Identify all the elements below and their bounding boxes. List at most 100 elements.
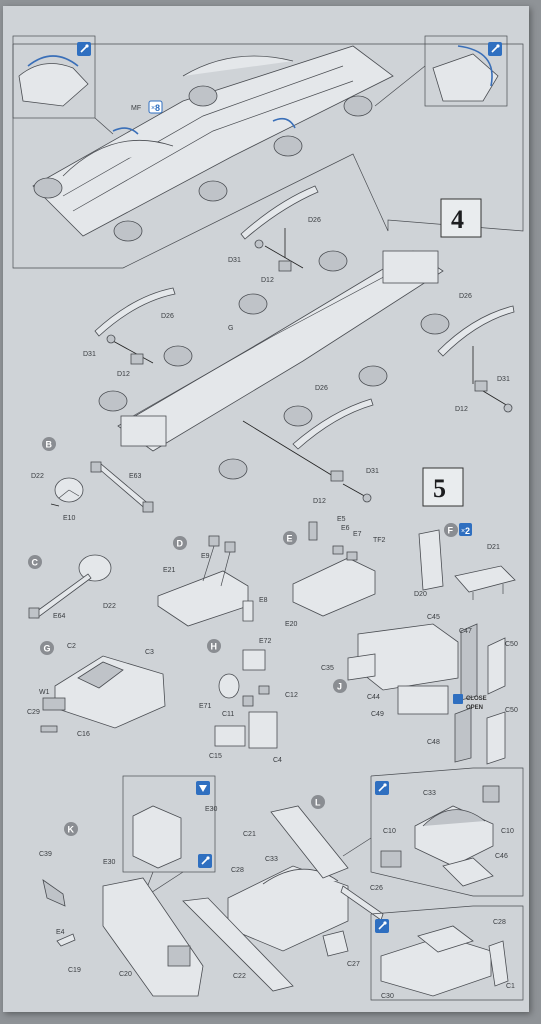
label-e64: E64 — [53, 613, 66, 620]
label-c47: C47 — [459, 628, 472, 635]
svg-text:E: E — [287, 534, 293, 544]
label-e72: E72 — [259, 638, 272, 645]
multiplier-badge-f: × 2 — [459, 523, 472, 536]
part-k-door — [42, 877, 204, 997]
label-c26: C26 — [370, 885, 383, 892]
part-g-cab — [40, 655, 166, 733]
leaf-spring-d26-d — [292, 398, 374, 450]
substep-marker-d: D — [173, 536, 187, 550]
glue-icon — [488, 42, 502, 56]
inset-box-right — [424, 35, 508, 107]
substep-marker-j: J — [333, 679, 347, 693]
label-d22: D22 — [103, 603, 116, 610]
label-d31: D31 — [497, 376, 510, 383]
substep-marker-h: H — [207, 639, 221, 653]
label-c21: C21 — [243, 831, 256, 838]
substep-marker-c: C — [28, 555, 42, 569]
label-e20: E20 — [285, 621, 298, 628]
label-c15: C15 — [209, 753, 222, 760]
glue-icon — [375, 781, 389, 795]
label-tf2: TF2 — [373, 537, 386, 544]
label-c22: C22 — [233, 973, 246, 980]
part-h-panel — [214, 649, 278, 749]
label-c20: C20 — [119, 971, 132, 978]
part-b-steering — [50, 461, 154, 513]
multiplier-badge-mf: × 8 — [148, 100, 163, 114]
label-d31: D31 — [83, 351, 96, 358]
label-d26: D26 — [161, 313, 174, 320]
label-e21: E21 — [163, 567, 176, 574]
label-e71: E71 — [199, 703, 212, 710]
close-open-indicator: CLOSE OPEN — [453, 694, 487, 711]
label-c35: C35 — [321, 665, 334, 672]
svg-text:D: D — [177, 539, 184, 549]
label-w1: W1 — [39, 689, 50, 696]
label-e8: E8 — [259, 597, 268, 604]
part-e-floor — [292, 521, 376, 617]
label-c10: C10 — [501, 828, 514, 835]
label-e30: E30 — [103, 859, 116, 866]
label-c39: C39 — [39, 851, 52, 858]
label-e6: E6 — [341, 525, 350, 532]
label-d12: D12 — [117, 371, 130, 378]
glue-icon — [375, 919, 389, 933]
step4-number: 4 — [451, 205, 464, 234]
label-c45: C45 — [427, 614, 440, 621]
multiplier-mf: 8 — [155, 103, 160, 113]
label-d20: D20 — [414, 591, 427, 598]
label-c2: C2 — [67, 643, 76, 650]
svg-text:B: B — [46, 440, 53, 450]
svg-text:L: L — [315, 798, 321, 808]
chassis-main — [98, 250, 450, 480]
part-l-platform — [380, 925, 509, 997]
label-d12: D12 — [313, 498, 326, 505]
step4-box — [440, 198, 482, 238]
label-c11: C11 — [222, 711, 234, 718]
instruction-sheet: MF × 8 4 D26 — [3, 6, 529, 1012]
svg-text:H: H — [211, 642, 218, 652]
label-e30: E30 — [205, 806, 218, 813]
label-c4: C4 — [273, 757, 282, 764]
label-c50: C50 — [505, 707, 518, 714]
label-e4: E4 — [56, 929, 65, 936]
substep-marker-e: E — [283, 531, 297, 545]
substep-marker-f: F — [444, 523, 458, 537]
label-e7: E7 — [353, 531, 362, 538]
leaf-spring-d26-a — [240, 185, 319, 240]
glue-icon — [198, 854, 212, 868]
label-d31: D31 — [228, 257, 241, 264]
label-c33: C33 — [265, 856, 278, 863]
part-f-seat — [418, 529, 516, 600]
close-label: CLOSE — [466, 696, 487, 702]
label-c3: C3 — [145, 649, 154, 656]
part-l-mount — [182, 805, 384, 992]
label-c48: C48 — [427, 739, 440, 746]
step5-box — [422, 467, 464, 507]
svg-text:×: × — [461, 528, 465, 535]
label-g: G — [228, 325, 233, 332]
label-d26: D26 — [459, 293, 472, 300]
svg-text:K: K — [68, 825, 75, 835]
label-d26: D26 — [315, 385, 328, 392]
label-e5: E5 — [337, 516, 346, 523]
label-c49: C49 — [371, 711, 384, 718]
label-c1: C1 — [506, 983, 515, 990]
inset-box-left — [12, 35, 96, 119]
substep-marker-g: G — [40, 641, 54, 655]
step5-number: 5 — [433, 474, 446, 503]
label-c30: C30 — [381, 993, 394, 1000]
leaf-spring-d26-b — [94, 287, 176, 337]
part-l-turntable — [380, 785, 500, 887]
svg-text:×: × — [151, 105, 155, 112]
inset-box-k — [122, 775, 216, 873]
cement-bottle-icon — [196, 781, 210, 795]
label-c44: C44 — [367, 694, 380, 701]
multiplier-f: 2 — [465, 526, 470, 536]
substep-marker-l: L — [311, 795, 325, 809]
leaf-spring-d26-c — [437, 305, 515, 357]
open-label: OPEN — [466, 705, 483, 711]
label-c33: C33 — [423, 790, 436, 797]
svg-text:J: J — [337, 682, 342, 692]
label-e9: E9 — [201, 553, 210, 560]
label-d12: D12 — [455, 406, 468, 413]
